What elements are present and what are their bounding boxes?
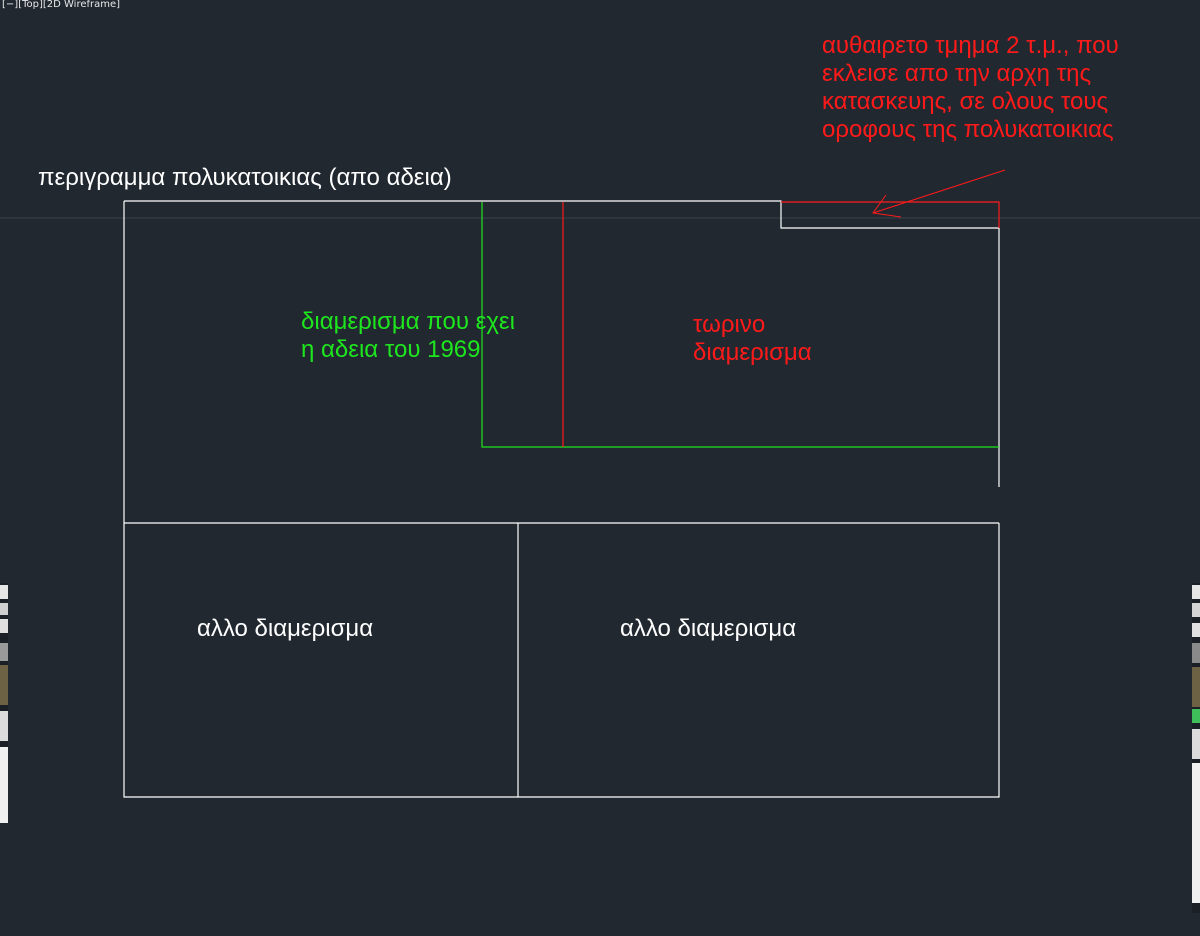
permit-apartment-label: διαμερισμα που εχει η αδεια του 1969 [301, 308, 515, 364]
viewport-view-button[interactable]: [Top] [18, 0, 43, 10]
background-window-edge-left [0, 583, 8, 823]
annotation-arrow-line [872, 169, 1006, 214]
illegal-section-outline [781, 201, 1000, 228]
illegal-section-note-line-3: κατασκευης, σε ολους τους [822, 88, 1109, 115]
building-outline-lower [123, 201, 1000, 798]
building-outline [124, 200, 1000, 487]
permit-apartment-label-line-2: η αδεια του 1969 [301, 336, 481, 363]
illegal-section-note-line-4: οροφους της πολυκατοικιας [822, 116, 1114, 143]
illegal-section-note-line-2: εκλεισε απο την αρχη της [822, 60, 1092, 87]
current-apartment-label: τωρινο διαμερισμα [693, 311, 812, 367]
current-apartment-label-line-2: διαμερισμα [693, 339, 812, 366]
viewport-minimize-button[interactable]: [−] [2, 0, 19, 10]
other-apartment-right-label: αλλο διαμερισμα [620, 615, 797, 642]
building-outline-label: περιγραμμα πολυκατοικιας (απο αδεια) [38, 164, 452, 191]
illegal-section-note-line-1: αυθαιρετο τμημα 2 τ.μ., που [822, 32, 1119, 59]
background-window-edge-right [1192, 583, 1200, 913]
illegal-section-note: αυθαιρετο τμημα 2 τ.μ., που εκλεισε απο … [822, 32, 1119, 144]
viewport-controls[interactable]: [−][Top][2D Wireframe] [2, 0, 120, 10]
permit-apartment-outline [481, 202, 999, 448]
current-apartment-label-line-1: τωρινο [693, 311, 766, 338]
other-apartment-left-label: αλλο διαμερισμα [197, 615, 374, 642]
visual-style-button[interactable]: [2D Wireframe] [42, 0, 121, 10]
permit-apartment-label-line-1: διαμερισμα που εχει [301, 308, 515, 335]
annotation-arrow-head [872, 194, 902, 218]
